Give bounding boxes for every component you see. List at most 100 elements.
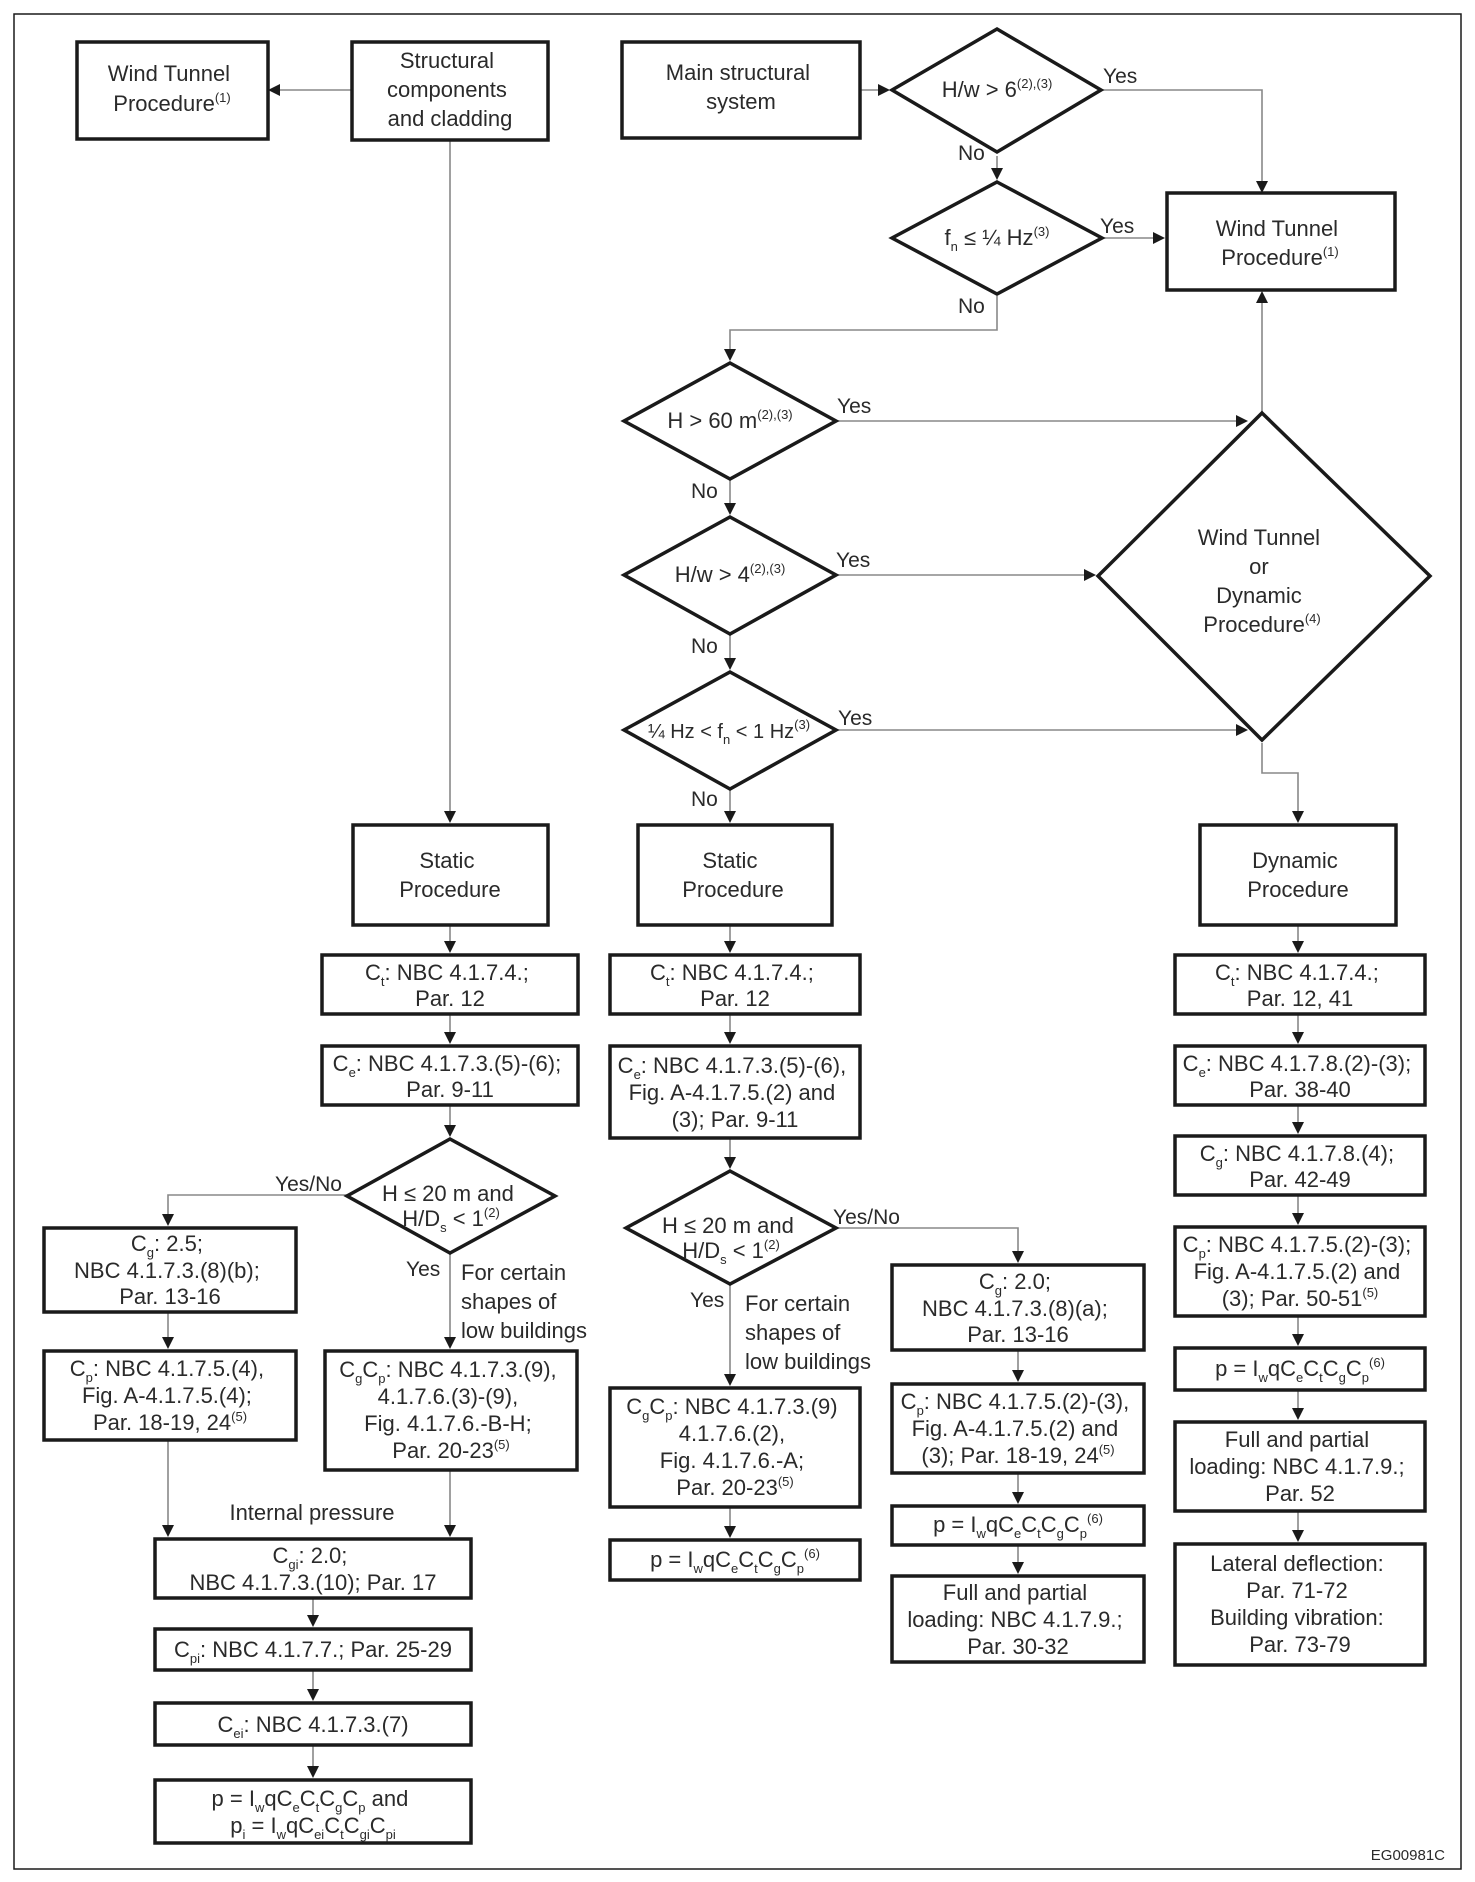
diamond-frame xyxy=(622,1169,840,1286)
subscript: ei xyxy=(314,1827,324,1842)
text-part: C xyxy=(333,1051,349,1076)
box-left-cg: Cg: 2.5; NBC 4.1.7.3.(8)(b); Par. 13-16 xyxy=(42,1226,298,1314)
arrowhead xyxy=(1292,1032,1304,1044)
box-left-cp: Cp: NBC 4.1.7.5.(4), Fig. A-4.1.7.5.(4);… xyxy=(42,1349,298,1442)
text-line: Static xyxy=(702,848,757,873)
box-text: p = IwqCeCtCgCp(6) xyxy=(650,1546,820,1576)
text-part: C xyxy=(272,1543,288,1568)
subscript: pi xyxy=(190,1651,200,1666)
box-frame xyxy=(42,1226,298,1314)
arrowhead xyxy=(307,1615,319,1627)
arrowhead xyxy=(724,658,736,670)
box-frame xyxy=(1173,1346,1427,1392)
box-left-final-formula: p = IwqCeCtCgCp and pi = IwqCeiCtCgiCpi xyxy=(153,1778,473,1845)
text-part: H/w > 6 xyxy=(942,77,1017,102)
box-frame xyxy=(1173,1542,1427,1667)
text-line: Par. 71-72 xyxy=(1246,1578,1348,1603)
arrowhead xyxy=(162,1214,174,1226)
box-frame xyxy=(320,953,580,1016)
text-line: Full and partial xyxy=(1225,1427,1369,1452)
text-line: Lateral deflection: xyxy=(1210,1551,1384,1576)
diamond-frame xyxy=(1095,410,1433,743)
arrowhead xyxy=(991,168,1003,180)
box-frame xyxy=(1173,1044,1427,1107)
box-mid-static-procedure: Static Procedure xyxy=(636,823,834,927)
text-part: C xyxy=(758,1547,774,1572)
text-part: p xyxy=(230,1813,242,1838)
subscript: p xyxy=(1362,1370,1369,1385)
text-line: Par. 12 xyxy=(415,986,485,1011)
subscript: i xyxy=(242,1827,245,1842)
footnote-ref: (5) xyxy=(231,1409,247,1424)
arrowhead xyxy=(1153,232,1165,244)
subscript: t xyxy=(1037,1526,1041,1541)
text-part: Par. 20-23 xyxy=(392,1438,494,1463)
box-text: Ce: NBC 4.1.7.3.(5)-(6); Par. 9-11 xyxy=(333,1051,568,1102)
box-text: Ct: NBC 4.1.7.4.; Par. 12 xyxy=(650,960,820,1011)
text-line: 4.1.7.6.(2), xyxy=(679,1421,785,1446)
box-frame xyxy=(1198,823,1398,927)
text-part: C xyxy=(626,1394,642,1419)
text-part: qC xyxy=(264,1786,292,1811)
text-part: (3); Par. 50-51 xyxy=(1222,1286,1363,1311)
arrowhead xyxy=(1012,1562,1024,1574)
text-part: C xyxy=(324,1813,340,1838)
label-d4-yes: Yes xyxy=(836,549,870,572)
label-d1-no: No xyxy=(958,142,985,165)
subscript: gi xyxy=(360,1827,370,1842)
diamond-wind-tunnel-or-dynamic: Wind Tunnel or Dynamic Procedure(4) xyxy=(1095,410,1433,743)
text-line: Ce: NBC 4.1.7.3.(5)-(6), xyxy=(618,1053,847,1082)
box-mid-cp: Cp: NBC 4.1.7.5.(2)-(3), Fig. A-4.1.7.5.… xyxy=(890,1382,1146,1475)
box-right-ce: Ce: NBC 4.1.7.8.(2)-(3); Par. 38-40 xyxy=(1173,1044,1427,1107)
box-frame xyxy=(890,1263,1146,1352)
diamond-frame xyxy=(620,361,840,481)
arrowhead xyxy=(1236,724,1248,736)
subscript: p xyxy=(86,1370,93,1385)
subscript: t xyxy=(316,1800,320,1815)
text-line: shapes of xyxy=(461,1289,557,1314)
box-text: Static Procedure xyxy=(399,848,501,902)
text-line: (3); Par. 9-11 xyxy=(672,1107,799,1132)
text-part: C xyxy=(901,1389,917,1414)
left-shapes-note: For certain shapes of low buildings xyxy=(461,1260,587,1343)
text-line: Par. 30-32 xyxy=(967,1634,1069,1659)
text-part: qC xyxy=(286,1813,314,1838)
text-part: C xyxy=(365,960,381,985)
text-part: H/w > 4 xyxy=(675,562,750,587)
box-frame xyxy=(153,1537,473,1600)
subscript: w xyxy=(1258,1370,1269,1385)
arrowhead xyxy=(1236,415,1248,427)
text-part: C xyxy=(1041,1512,1057,1537)
text-line: Cp: NBC 4.1.7.5.(2)-(3), xyxy=(901,1389,1130,1418)
subscript: p xyxy=(1199,1246,1206,1261)
text-part: H/D xyxy=(682,1238,720,1263)
text-line: Fig. A-4.1.7.5.(2) and xyxy=(629,1080,836,1105)
subscript: w xyxy=(276,1827,287,1842)
box-frame xyxy=(1173,1134,1427,1197)
text-line: Cp: NBC 4.1.7.5.(4), xyxy=(70,1356,264,1385)
diamond-frame xyxy=(888,180,1106,296)
box-left-ct: Ct: NBC 4.1.7.4.; Par. 12 xyxy=(320,953,580,1016)
footnote-ref: (5) xyxy=(494,1437,510,1452)
subscript: p xyxy=(797,1561,804,1576)
text-part: H > 60 m xyxy=(667,408,757,433)
text-line: Cp: NBC 4.1.7.5.(2)-(3); xyxy=(1183,1232,1412,1261)
label-d2-yes: Yes xyxy=(1100,215,1134,238)
diamond-text: H/w > 4(2),(3) xyxy=(675,561,786,587)
arrowhead xyxy=(307,1766,319,1778)
footnote-ref: (6) xyxy=(804,1546,820,1561)
text-part: : 2.0; xyxy=(298,1543,347,1568)
label-d1-yes: Yes xyxy=(1103,65,1137,88)
subscript: w xyxy=(976,1526,987,1541)
box-text: Cp: NBC 4.1.7.5.(2)-(3); Fig. A-4.1.7.5.… xyxy=(1183,1232,1418,1311)
box-frame xyxy=(323,1349,579,1472)
text-part: C xyxy=(319,1786,335,1811)
text-line: Fig. A-4.1.7.5.(4); xyxy=(82,1383,252,1408)
text-line: NBC 4.1.7.3.(8)(a); xyxy=(922,1296,1108,1321)
footnote-ref: (1) xyxy=(215,90,231,105)
box-main-structural-system: Main structural system xyxy=(620,40,862,140)
label-d3-yes: Yes xyxy=(837,395,871,418)
arrowhead xyxy=(1292,1213,1304,1225)
text-line: Procedure(1) xyxy=(1221,244,1338,270)
text-line: 4.1.7.6.(3)-(9), xyxy=(378,1384,519,1409)
